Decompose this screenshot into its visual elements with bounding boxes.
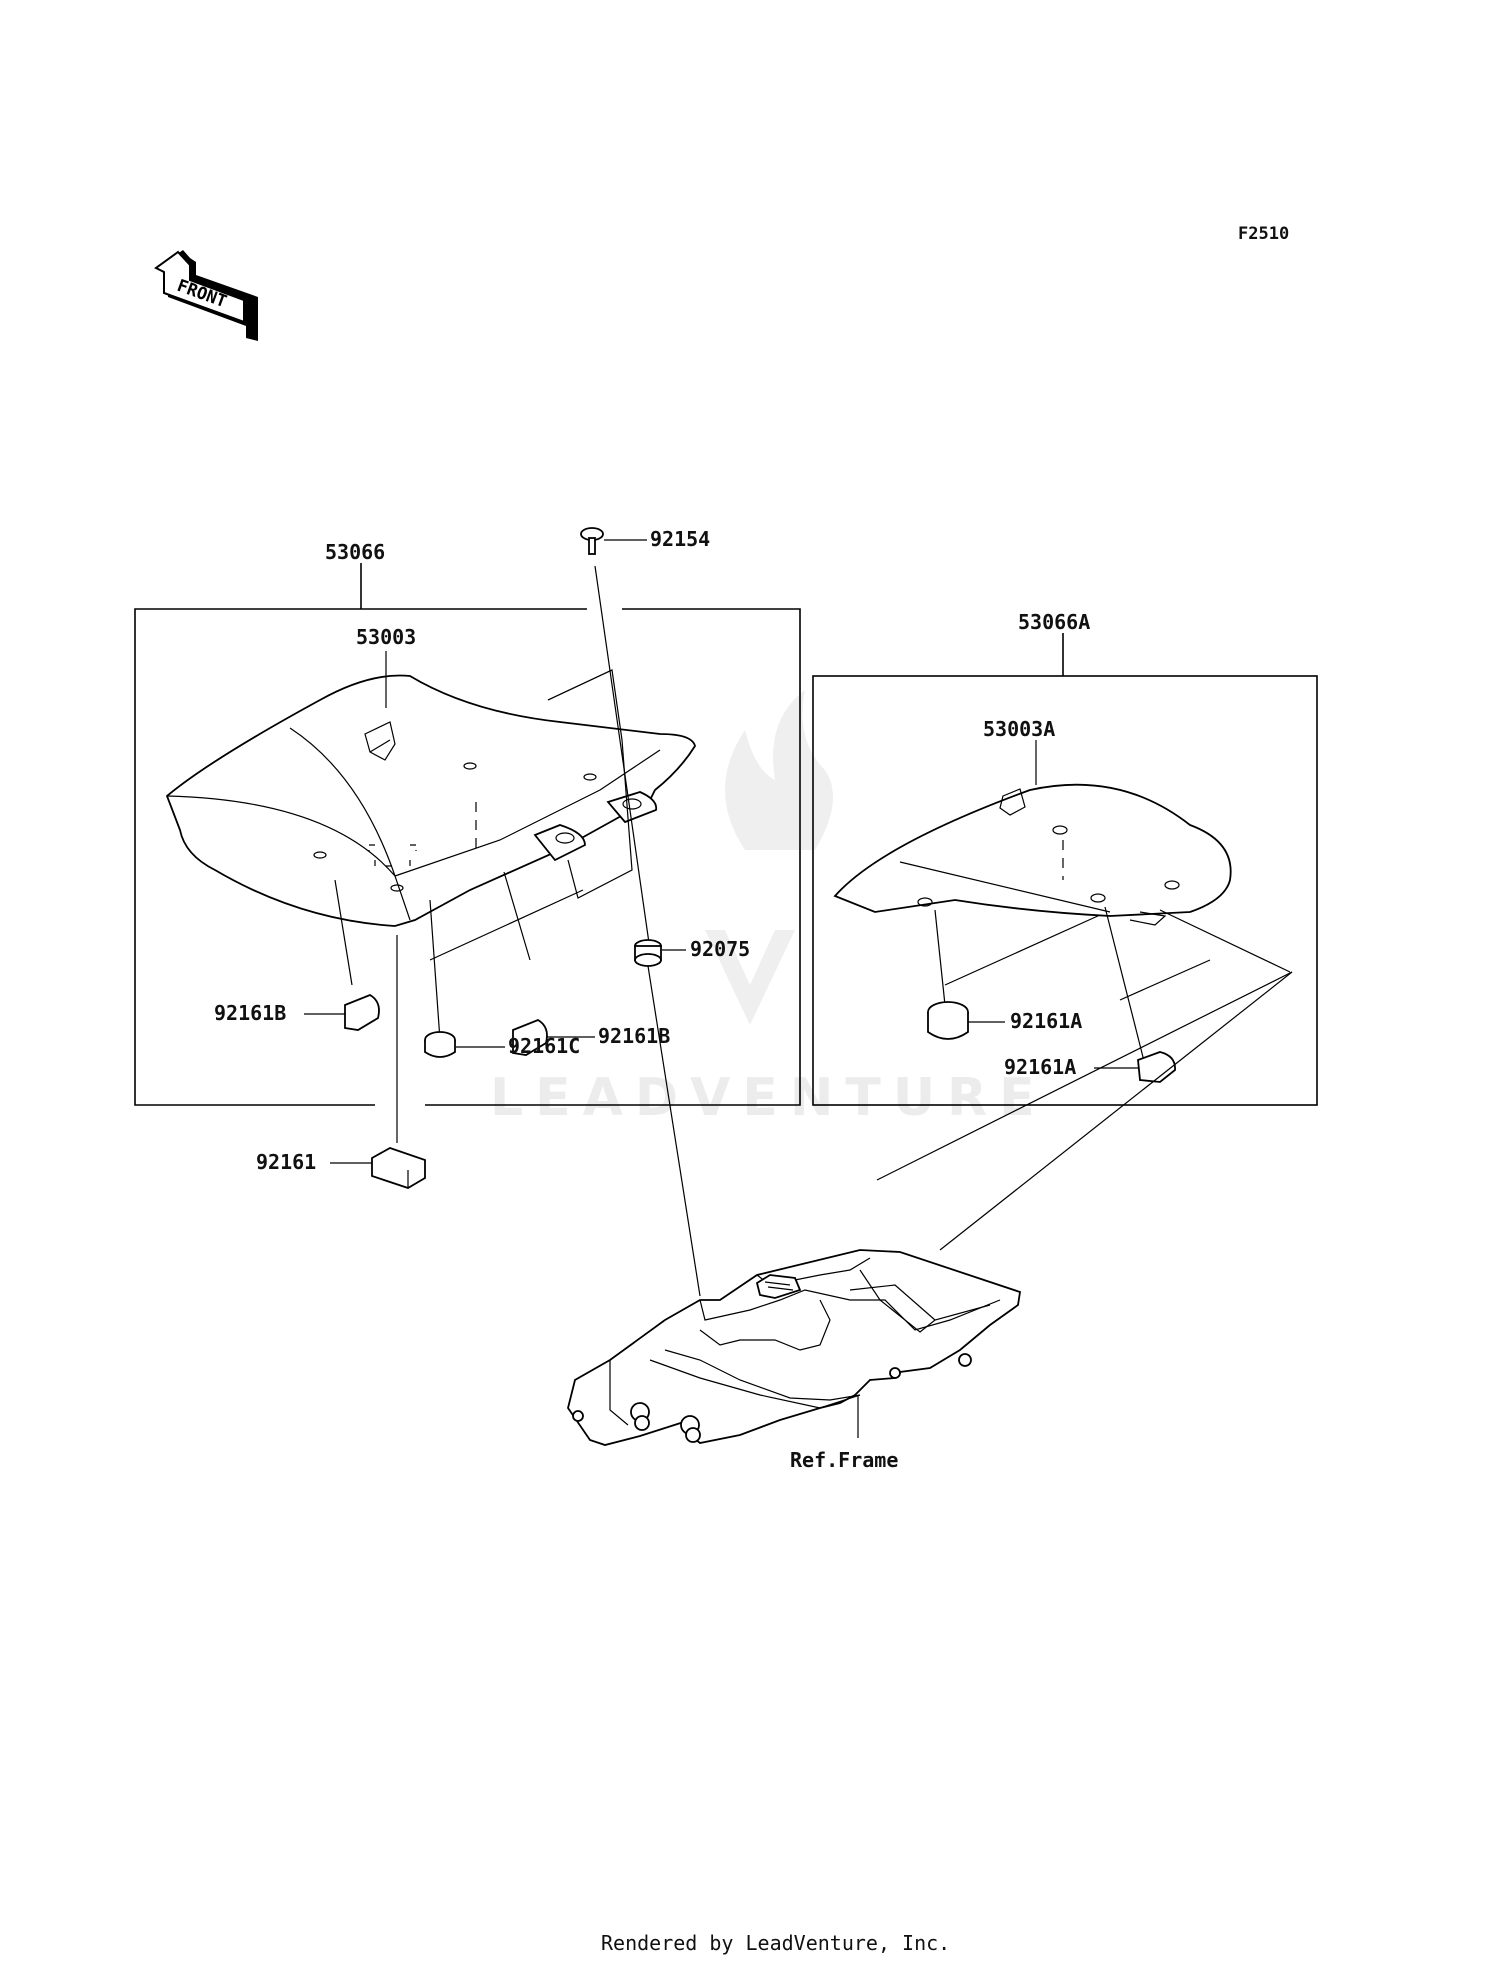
damper-92161c — [424, 1031, 456, 1058]
leadventure-watermark: LEADVENTURE — [490, 690, 1047, 1128]
rear-seat-group — [812, 633, 1318, 1106]
label-53066a: 53066A — [1018, 610, 1090, 634]
front-arrow-icon: FRONT — [154, 250, 258, 341]
label-ref-frame: Ref.Frame — [790, 1448, 898, 1472]
diagram-code: F2510 — [1238, 224, 1289, 244]
watermark-text: LEADVENTURE — [490, 1068, 1047, 1128]
label-92154: 92154 — [650, 527, 710, 551]
label-92161a-lower: 92161A — [1004, 1055, 1076, 1079]
damper-92161b-left — [344, 994, 380, 1031]
main-seat-group — [134, 527, 801, 1297]
label-92161a-upper: 92161A — [1010, 1009, 1082, 1033]
ref-frame — [567, 1249, 1022, 1446]
rear-seat — [833, 783, 1232, 926]
grommet-92075 — [634, 939, 662, 967]
damper-92161b-right — [512, 1019, 548, 1056]
label-53003: 53003 — [356, 625, 416, 649]
damper-92161a-upper — [927, 1001, 969, 1040]
damper-92161a-lower — [1137, 1051, 1176, 1083]
label-53003a: 53003A — [983, 717, 1055, 741]
label-92161: 92161 — [256, 1150, 316, 1174]
label-92075: 92075 — [690, 937, 750, 961]
label-92161b-left: 92161B — [214, 1001, 286, 1025]
label-92161c: 92161C — [508, 1034, 580, 1058]
damper-92161 — [371, 1147, 426, 1189]
label-92161b-right: 92161B — [598, 1024, 670, 1048]
footer-credit: Rendered by LeadVenture, Inc. — [601, 1931, 950, 1955]
bolt-92154 — [580, 527, 604, 555]
label-53066: 53066 — [325, 540, 385, 564]
main-seat — [165, 674, 696, 927]
